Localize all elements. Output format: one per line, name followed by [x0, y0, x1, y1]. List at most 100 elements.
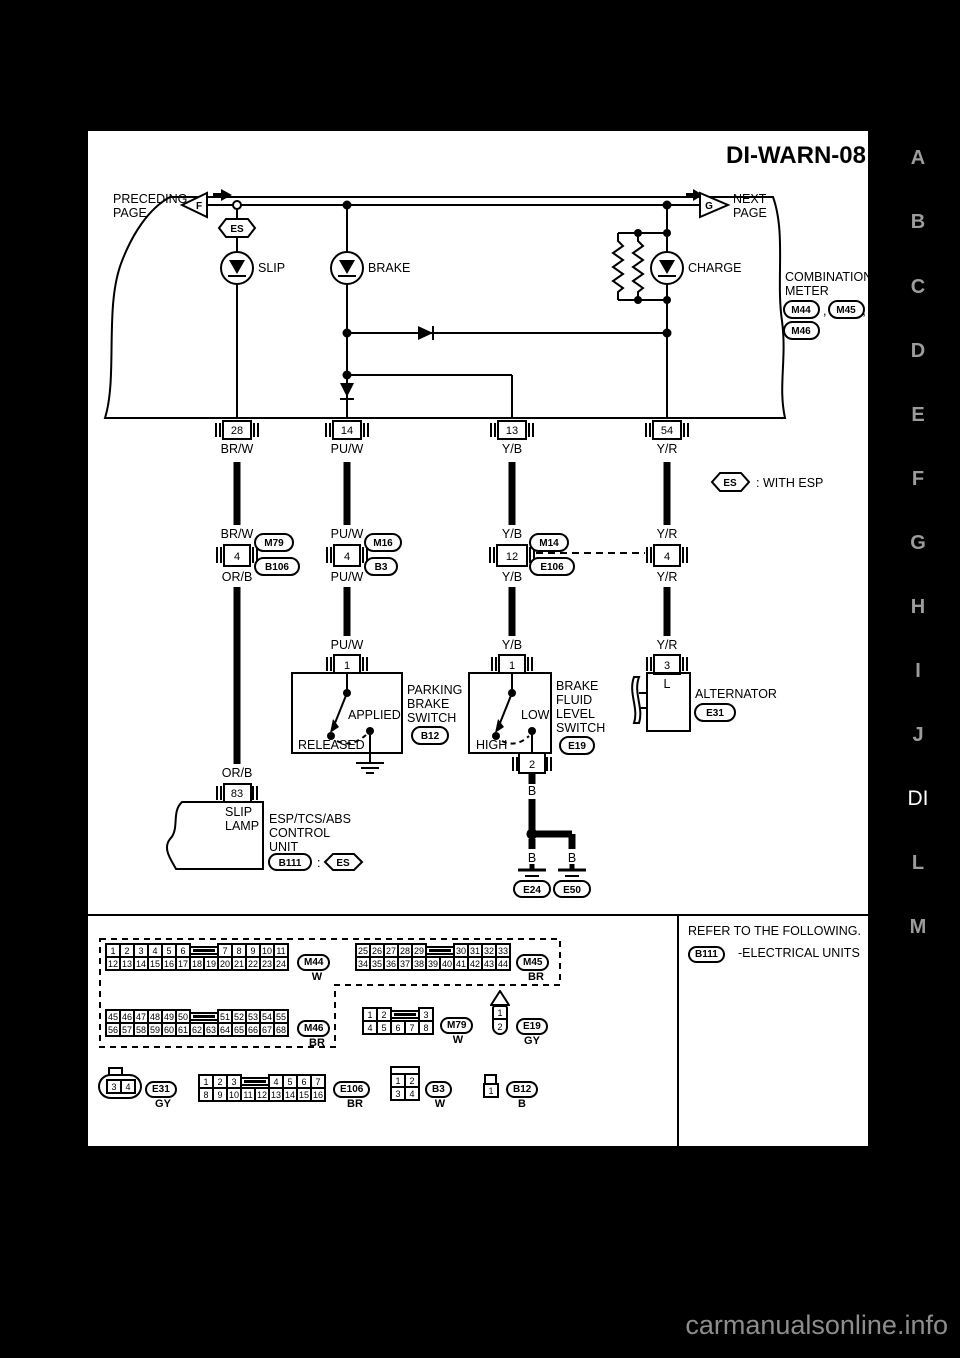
connector-b12-pinout: 1 [483, 1083, 499, 1098]
connector-b3-color: W [434, 1098, 446, 1110]
page-title: DI-WARN-08 [726, 142, 866, 169]
connector-b12-color: B [518, 1098, 526, 1110]
wire-color-label: PU/W [331, 570, 364, 584]
wire-color-label: PU/W [331, 442, 364, 456]
brake-lamp-symbol: BRAKE [330, 205, 410, 285]
connector-e19-color: GY [524, 1035, 540, 1047]
pin-cell: 40 [439, 956, 455, 971]
legend-dashed-outline [99, 938, 561, 1048]
pin-cell: 2 [492, 1018, 508, 1035]
refer-b111-tag: B111 [688, 946, 725, 963]
fluid-pin-1: 1 [509, 660, 515, 672]
pin-cell: 8 [418, 1020, 434, 1035]
index-letter-m: M [909, 916, 927, 938]
comma: , [862, 304, 865, 318]
diagram-sheet: DI-WARN-08 PRECEDING PAGE F G NEXT PAGE [88, 131, 872, 1148]
pin-cell: 43 [481, 956, 497, 971]
index-letter-l: L [911, 852, 925, 874]
brake-lamp-label: BRAKE [368, 261, 410, 275]
switch-arm-arrow [330, 719, 339, 733]
combination-line2: METER [785, 284, 829, 298]
connector-tag-e19: E19 [568, 741, 586, 752]
pin-cell: 7 [404, 1020, 420, 1035]
connector-tag-e106: E106 [540, 562, 564, 573]
index-current-section: DI [907, 787, 929, 810]
diode-down [340, 383, 354, 400]
wire-color-label: OR/B [222, 766, 253, 780]
index-letter-i: I [915, 660, 921, 682]
connector-tag-b111: B111 [279, 858, 302, 869]
ground-branch: B B B E24 E50 [513, 773, 591, 898]
connector-m46-tag: M46 [297, 1020, 331, 1037]
parking-pin-1: 1 [344, 660, 350, 672]
connector-tag-m79: M79 [264, 538, 284, 549]
wire-color-label: OR/B [222, 570, 253, 584]
alternator: L ALTERNATOR E31 [631, 672, 777, 732]
next-label-line2: PAGE [733, 206, 767, 220]
fluid-label-line1: BRAKE [556, 679, 598, 693]
index-letter-d: D [910, 340, 926, 362]
connector-tag-m14: M14 [539, 538, 559, 549]
connector-e106-tag: E106 [333, 1081, 371, 1098]
connector-m44-tag: M44 [297, 954, 331, 971]
wire-color-label: B [528, 784, 536, 798]
pin-cell: 4 [404, 1086, 420, 1101]
fluid-pin-2: 2 [529, 759, 535, 771]
open-junction [232, 200, 242, 210]
junction-dot [342, 370, 352, 380]
pin-cell: 68 [273, 1022, 289, 1037]
slip-lamp-box-line2: LAMP [225, 819, 259, 833]
wire-color-label: Y/B [502, 527, 522, 541]
colon: : [317, 856, 320, 870]
index-letter-a: A [910, 147, 926, 169]
index-letter-h: H [910, 596, 926, 618]
wire-color-label: B [528, 851, 536, 865]
wire-color-label: Y/B [502, 442, 522, 456]
pin-cell: 66 [245, 1022, 261, 1037]
terminal-l-label: L [664, 677, 671, 691]
pin-13: 13 [506, 425, 518, 437]
fluid-label-line4: SWITCH [556, 721, 605, 735]
ground-symbol [518, 864, 586, 877]
connector-m46-color: BR [309, 1037, 325, 1049]
pin-cell: 24 [273, 956, 289, 971]
connector-tag-b106: B106 [265, 562, 289, 573]
connector-e106-color: BR [347, 1098, 363, 1110]
connector-e19-tag: E19 [516, 1018, 548, 1035]
pin-83: 83 [231, 788, 243, 800]
es-label: ES [336, 858, 350, 869]
connector-tag-m44: M44 [791, 305, 811, 316]
pin-cell: 38 [411, 956, 427, 971]
ground-symbol [356, 762, 384, 774]
connector-b3-tag: B3 [425, 1081, 452, 1098]
flow-arrow-icon [686, 189, 703, 201]
low-label: LOW [521, 708, 550, 722]
connector-tag-e24: E24 [523, 885, 541, 896]
watermark: carmanualsonline.info [685, 1310, 948, 1340]
charge-lamp-label: CHARGE [688, 261, 741, 275]
junction-dot [634, 296, 642, 304]
connector-g-letter: G [705, 201, 713, 212]
pin-cell: 16 [310, 1087, 326, 1102]
junction-dot [662, 328, 672, 338]
slip-lamp-label: SLIP [258, 261, 285, 275]
junction-dot [663, 229, 671, 237]
control-unit-outline [166, 801, 264, 870]
wire-color-label: BR/W [221, 527, 254, 541]
high-label: HIGH [476, 738, 507, 752]
junction-dot [634, 229, 642, 237]
connector-tag-m45: M45 [836, 305, 856, 316]
connector-tag-b12: B12 [421, 731, 440, 742]
pin-54: 54 [661, 425, 673, 437]
fluid-label-line3: LEVEL [556, 707, 595, 721]
wire-color-label: PU/W [331, 527, 364, 541]
next-page-link: G NEXT PAGE [686, 189, 767, 220]
connector-b12-tag: B12 [506, 1081, 539, 1098]
unit-label-line3: UNIT [269, 840, 299, 854]
